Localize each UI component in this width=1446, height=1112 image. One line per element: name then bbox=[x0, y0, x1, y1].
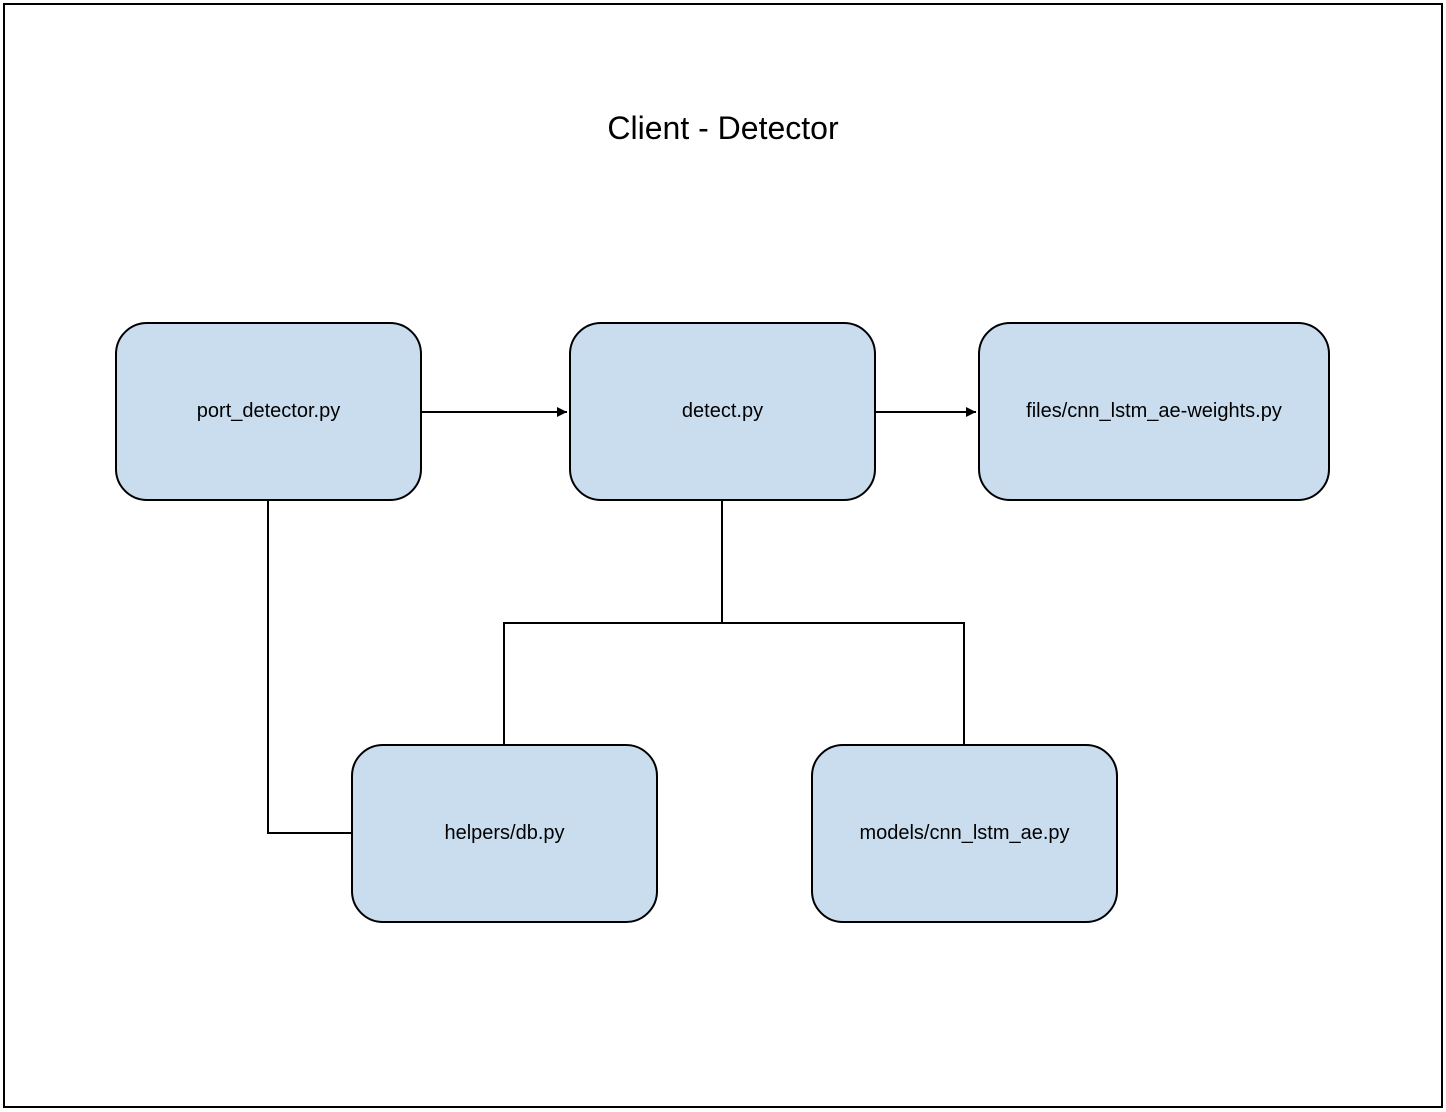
edge-detect-to-db bbox=[503, 500, 723, 745]
edge-detect-to-model bbox=[722, 622, 965, 745]
node-detect[interactable]: detect.py bbox=[569, 322, 876, 501]
node-weights-label: files/cnn_lstm_ae-weights.py bbox=[1026, 400, 1282, 422]
node-detect-label: detect.py bbox=[681, 400, 764, 422]
node-db[interactable]: helpers/db.py bbox=[351, 744, 658, 923]
diagram-frame bbox=[3, 3, 1443, 1108]
edge-port-detector-to-db bbox=[267, 500, 352, 834]
node-port-detector[interactable]: port_detector.py bbox=[115, 322, 422, 501]
node-db-label: helpers/db.py bbox=[444, 822, 565, 844]
diagram-title: Client - Detector bbox=[607, 110, 839, 146]
node-port-detector-label: port_detector.py bbox=[196, 400, 341, 422]
node-model-label: models/cnn_lstm_ae.py bbox=[859, 822, 1070, 844]
node-model[interactable]: models/cnn_lstm_ae.py bbox=[811, 744, 1118, 923]
node-weights[interactable]: files/cnn_lstm_ae-weights.py bbox=[978, 322, 1330, 501]
